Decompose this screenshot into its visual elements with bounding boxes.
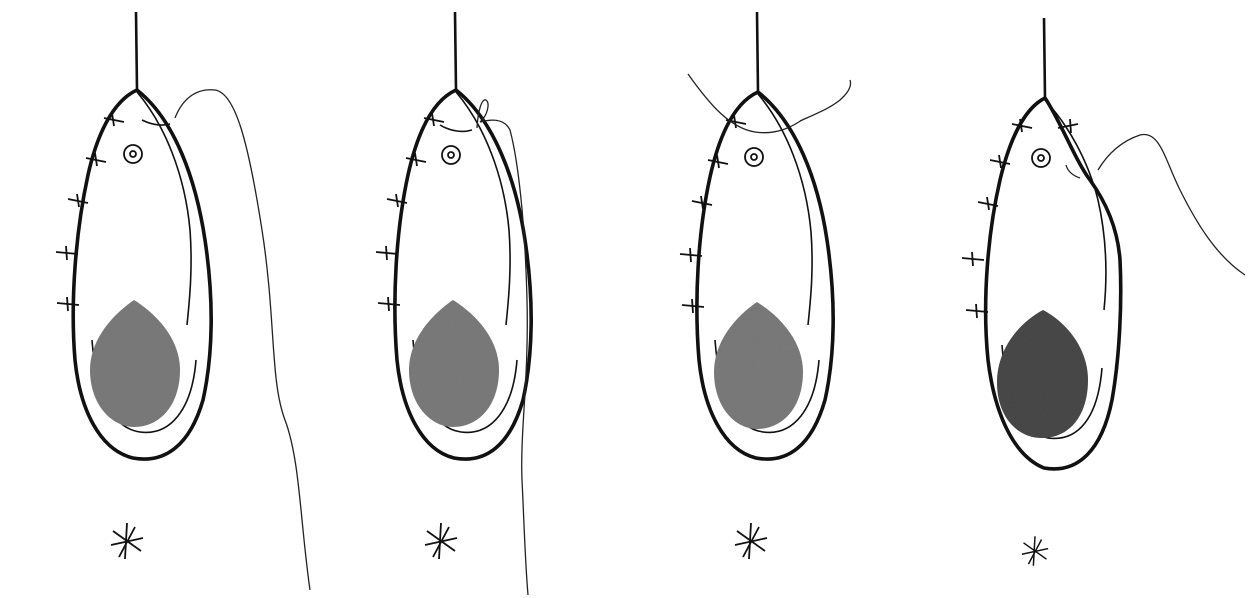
- suture-row-left: [962, 119, 1032, 318]
- port-marker-icon: [124, 145, 142, 163]
- cord-line: [757, 12, 758, 92]
- suture-row-left: [680, 115, 746, 313]
- star-marker-icon: [425, 523, 457, 559]
- shaded-region: [997, 310, 1088, 438]
- cord-line: [455, 12, 456, 90]
- cord-line: [1044, 18, 1045, 98]
- panel-3: [630, 0, 940, 598]
- incision-line-top: [440, 125, 472, 131]
- shaded-region: [409, 300, 499, 427]
- shaded-region: [90, 300, 180, 427]
- incision-line: [137, 92, 191, 325]
- suture-row-left: [56, 113, 124, 311]
- suture-thread: [1066, 134, 1245, 275]
- suture-row-left: [376, 113, 444, 311]
- shaded-region: [714, 302, 803, 429]
- suture-thread: [175, 90, 310, 590]
- cord-line: [136, 12, 137, 90]
- incision-line: [456, 92, 510, 325]
- panel-1: [0, 0, 320, 598]
- port-marker-icon: [442, 146, 460, 164]
- port-marker-icon: [745, 148, 763, 166]
- port-marker-icon: [1032, 149, 1050, 167]
- panel-4: [940, 0, 1249, 598]
- incision-line: [1045, 100, 1106, 310]
- panel-2: [320, 0, 630, 598]
- star-marker-icon: [111, 523, 143, 559]
- star-marker-icon: [1022, 536, 1048, 566]
- star-marker-icon: [735, 523, 767, 559]
